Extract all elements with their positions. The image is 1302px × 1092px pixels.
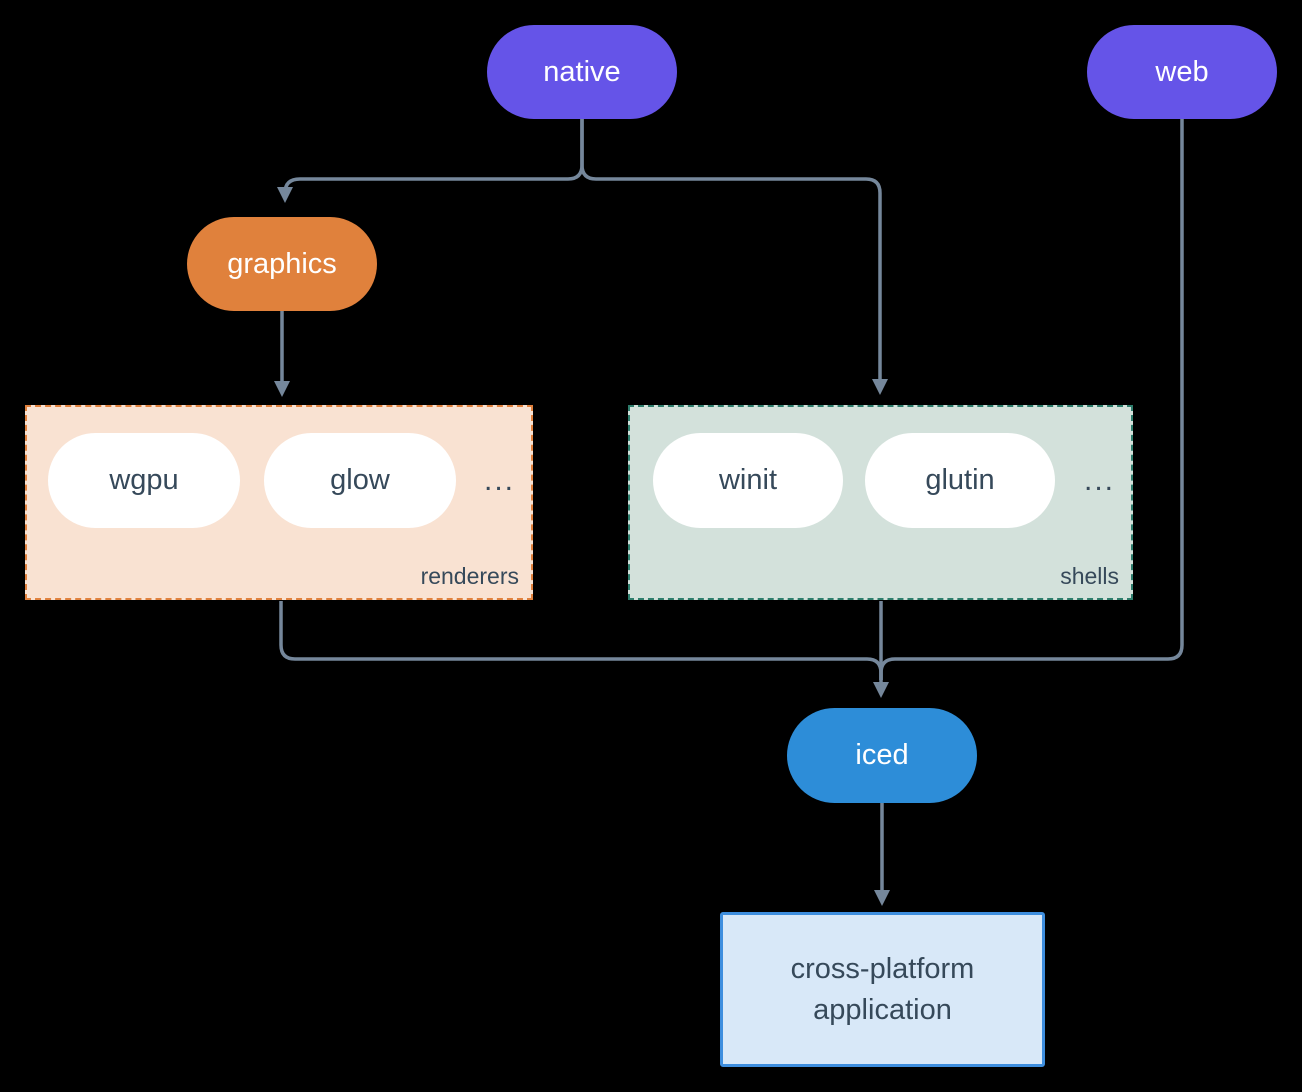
node-glow-label: glow [330,464,390,496]
node-iced-label: iced [855,739,909,771]
app-label-line2: application [813,993,952,1026]
edge-renderers-junction [279,601,883,680]
edge-native-shells [580,119,889,396]
node-wgpu: wgpu [48,433,240,528]
node-glutin-label: glutin [925,464,995,496]
node-graphics-label: graphics [227,247,337,280]
node-glow: glow [264,433,456,528]
node-native: native [487,25,677,119]
node-web-label: web [1155,55,1209,88]
renderers-group-label: renderers [420,563,519,589]
edge-native-graphics [276,119,584,204]
node-wgpu-label: wgpu [109,464,179,496]
node-glutin: glutin [865,433,1055,528]
node-cross-platform-application: cross-platform application [720,912,1045,1067]
node-web: web [1087,25,1277,119]
node-winit: winit [653,433,843,528]
node-winit-label: winit [718,464,777,496]
node-native-label: native [543,55,621,88]
group-shells: winit glutin ... shells [628,405,1133,600]
renderers-ellipsis: ... [483,463,515,497]
app-label-line1: cross-platform [790,952,975,985]
node-graphics: graphics [187,217,377,311]
shells-group-label: shells [1060,563,1119,589]
group-renderers: wgpu glow ... renderers [25,405,533,600]
node-iced: iced [787,708,977,803]
shells-ellipsis: ... [1083,463,1115,497]
